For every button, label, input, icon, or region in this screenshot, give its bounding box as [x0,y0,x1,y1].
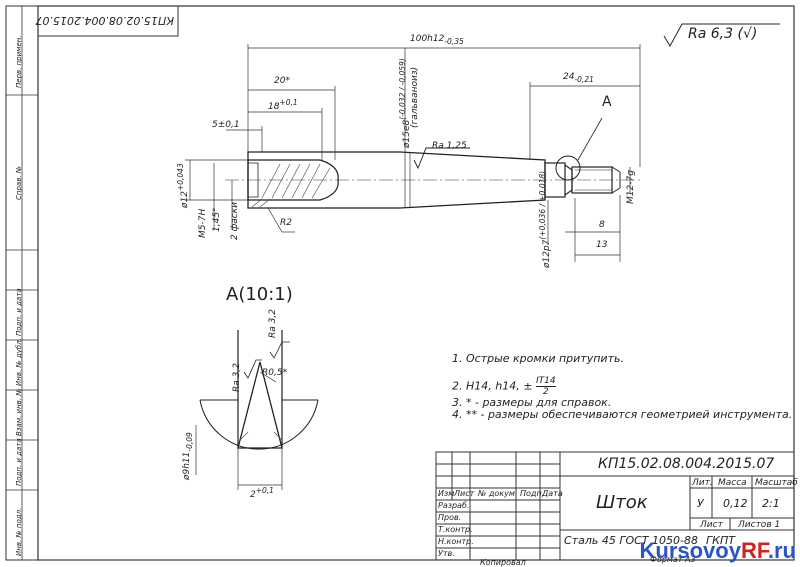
dim-24: 24-0,21 [563,72,594,84]
dim-d12p7-tol: (+0,036 / +0,018) [538,170,547,240]
side-label-5: Взам. инв. № [15,388,23,436]
angle: 1,45° [212,207,222,232]
sheet-label: Лист [700,520,723,530]
dim-13: 13 [596,240,608,250]
side-label-6: Подп. и дата [15,438,23,486]
side-label-4: Инв. № дубл. [15,338,23,386]
dimension-lines [185,44,641,262]
detail-diameter: ø9h11-0,09 [182,432,194,480]
top-stamp: КП15.02.08.004.2015.07 [35,14,174,27]
top-stamp-box [37,5,179,37]
scale-header: Масштаб [755,478,798,488]
note-2-frac-den: 2 [542,387,549,397]
detail-a-marker [555,155,581,181]
radius-r2: R2 [280,218,292,228]
dim-24-value: 24 [563,72,575,82]
mass-header: Масса [718,478,747,488]
detail-diameter-tol: -0,09 [184,432,194,452]
group: ГКПТ [706,534,735,547]
detail-a-title: A(10:1) [226,284,293,305]
shaft-part [225,117,640,209]
dim-overall-length-tol: -0,35 [444,36,464,46]
dim-d15-note: (гальваноиз) [410,66,420,128]
global-roughness-value: Ra 6,3 [688,26,734,42]
watermark-part-b: RF [740,538,768,563]
title-code: КП15.02.08.004.2015.07 [598,456,775,472]
note-1: 1. Острые кромки притупить. [452,352,624,365]
dim-24-tol: -0,21 [574,74,594,84]
dim-overall-length-value: 100h12 [410,34,445,44]
detail-width-tol: +0,1 [255,486,274,495]
global-roughness: Ra 6,3 (√) [688,26,757,42]
tb-list: Лист [454,489,475,498]
detail-width-value: 2 [250,490,256,500]
sheets-label-text: Листов [738,520,772,530]
watermark: KursovoyRF.ru [640,538,797,564]
dim-18: 18+0,1 [268,98,298,112]
tb-date: Дата [542,489,563,498]
copied-label: Копировал [480,558,526,567]
sheets-label: Листов 1 [738,520,780,530]
dim-18-value: 18 [268,102,280,112]
watermark-part-c: .ru [767,538,796,563]
side-label-1: Перв. примен. [15,35,23,88]
dim-8: 8 [599,220,605,230]
note-2-text: 2. H14, h14, ± [452,379,533,393]
thread-left: M5-7H [198,208,208,238]
note-3: 3. * - размеры для справок. [452,396,612,409]
global-roughness-symbol [663,23,780,48]
dim-20: 20* [274,76,290,86]
tb-doc: № докум. [478,489,518,498]
note-2-frac-num: IT14 [535,376,556,387]
side-label-3: Подп. и дата [15,288,23,336]
dim-d15-tol: (-0,032 / -0,059) [398,58,407,120]
global-roughness-parens: (√) [737,26,758,42]
lit-header: Лит. [692,478,713,488]
dim-5: 5±0,1 [212,120,240,130]
tb-izm: Изм [438,489,455,498]
detail-ra-b: Ra 3,2 [268,309,278,338]
side-label-7: Инв. № подл. [15,507,23,556]
mass-value: 0,12 [723,497,748,510]
role-ncontrol: Н.контр. [438,537,474,546]
role-dev: Разраб. [438,501,470,510]
dim-d12: ø12+0,043 [176,163,190,208]
dim-d12p7-value: ø12p7 [542,239,552,268]
dim-18-tol: +0,1 [279,98,298,107]
dim-d12-tol: +0,043 [176,163,185,192]
format-label: Формат А3 [650,555,696,564]
role-approve: Утв. [438,549,455,558]
dim-d12-value: ø12 [180,191,190,208]
dim-d12p7: ø12p7(+0,036 / +0,018) [538,171,552,268]
detail-diameter-value: ø9h11 [182,451,192,480]
role-tcontrol: Т.контр. [438,525,473,534]
bore-section [247,159,339,208]
dim-overall-length: 100h12-0,35 [410,34,464,46]
note-4: 4. ** - размеры обеспечиваются геометрие… [452,408,793,421]
detail-a-label: A [602,94,612,110]
detail-ra-a: Ra 3,2 [232,363,242,392]
title-block-grid [435,451,795,561]
material: Сталь 45 ГОСТ 1050-88 [564,534,698,547]
role-check: Пров. [438,513,462,522]
watermark-part-a: Kursovoy [639,538,741,563]
chamfer: 2 фаски [230,201,240,240]
lit-value: У [697,497,704,510]
detail-radius: R0,5* [262,368,288,378]
thread-right: M12-7g [626,170,636,204]
tb-sign: Подп. [520,489,545,498]
part-name: Шток [596,492,648,513]
scale-value: 2:1 [762,497,780,510]
ra-125: Ra 1,25 [432,141,467,151]
detail-width: 2+0,1 [250,486,274,500]
sheets-value: 1 [774,520,781,530]
side-label-2: Справ. № [15,165,23,200]
detail-a-view [195,330,319,490]
